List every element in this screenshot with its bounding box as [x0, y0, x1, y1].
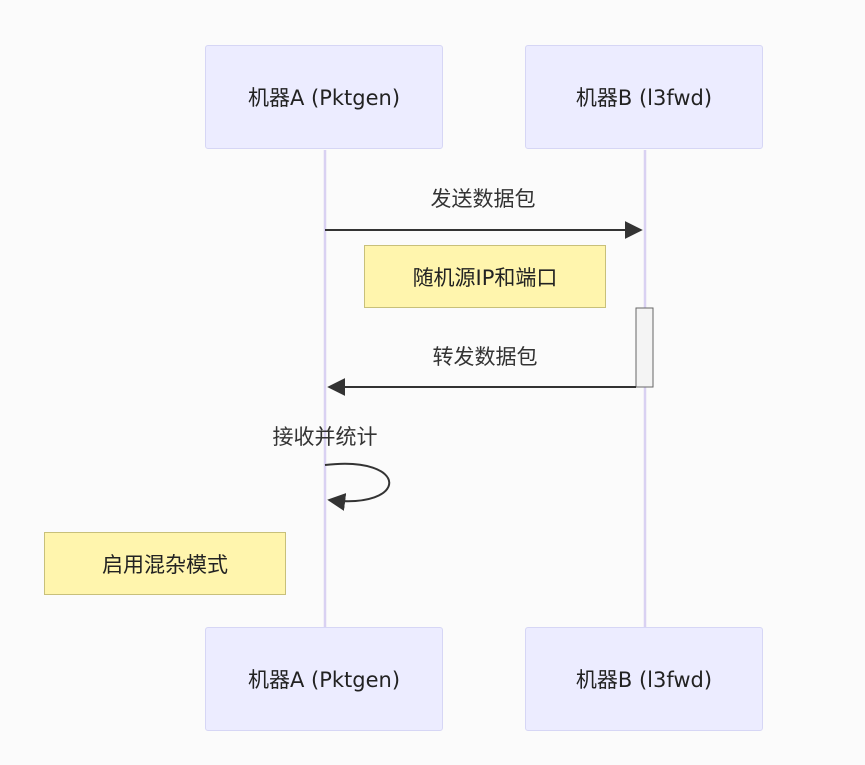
self-loop-arrow — [324, 462, 391, 511]
self-message-label: 接收并统计 — [272, 425, 378, 449]
participant-b-bottom: 机器B (l3fwd) — [525, 627, 763, 731]
note-random-source-text: 随机源IP和端口 — [412, 265, 558, 290]
participant-a-bottom: 机器A (Pktgen) — [205, 627, 443, 731]
note-promiscuous-mode-text: 启用混杂模式 — [102, 552, 228, 577]
participant-b-label: 机器B (l3fwd) — [575, 86, 713, 110]
activation-box — [635, 307, 654, 388]
note-promiscuous-mode: 启用混杂模式 — [44, 532, 286, 595]
participant-a-top: 机器A (Pktgen) — [205, 45, 443, 149]
participant-b-top: 机器B (l3fwd) — [525, 45, 763, 149]
participant-a-label: 机器A (Pktgen) — [247, 668, 401, 692]
note-random-source: 随机源IP和端口 — [364, 245, 606, 308]
participant-a-label: 机器A (Pktgen) — [247, 86, 401, 110]
send-message-label: 发送数据包 — [430, 187, 536, 211]
forward-message-label: 转发数据包 — [432, 345, 538, 369]
participant-b-label: 机器B (l3fwd) — [575, 668, 713, 692]
